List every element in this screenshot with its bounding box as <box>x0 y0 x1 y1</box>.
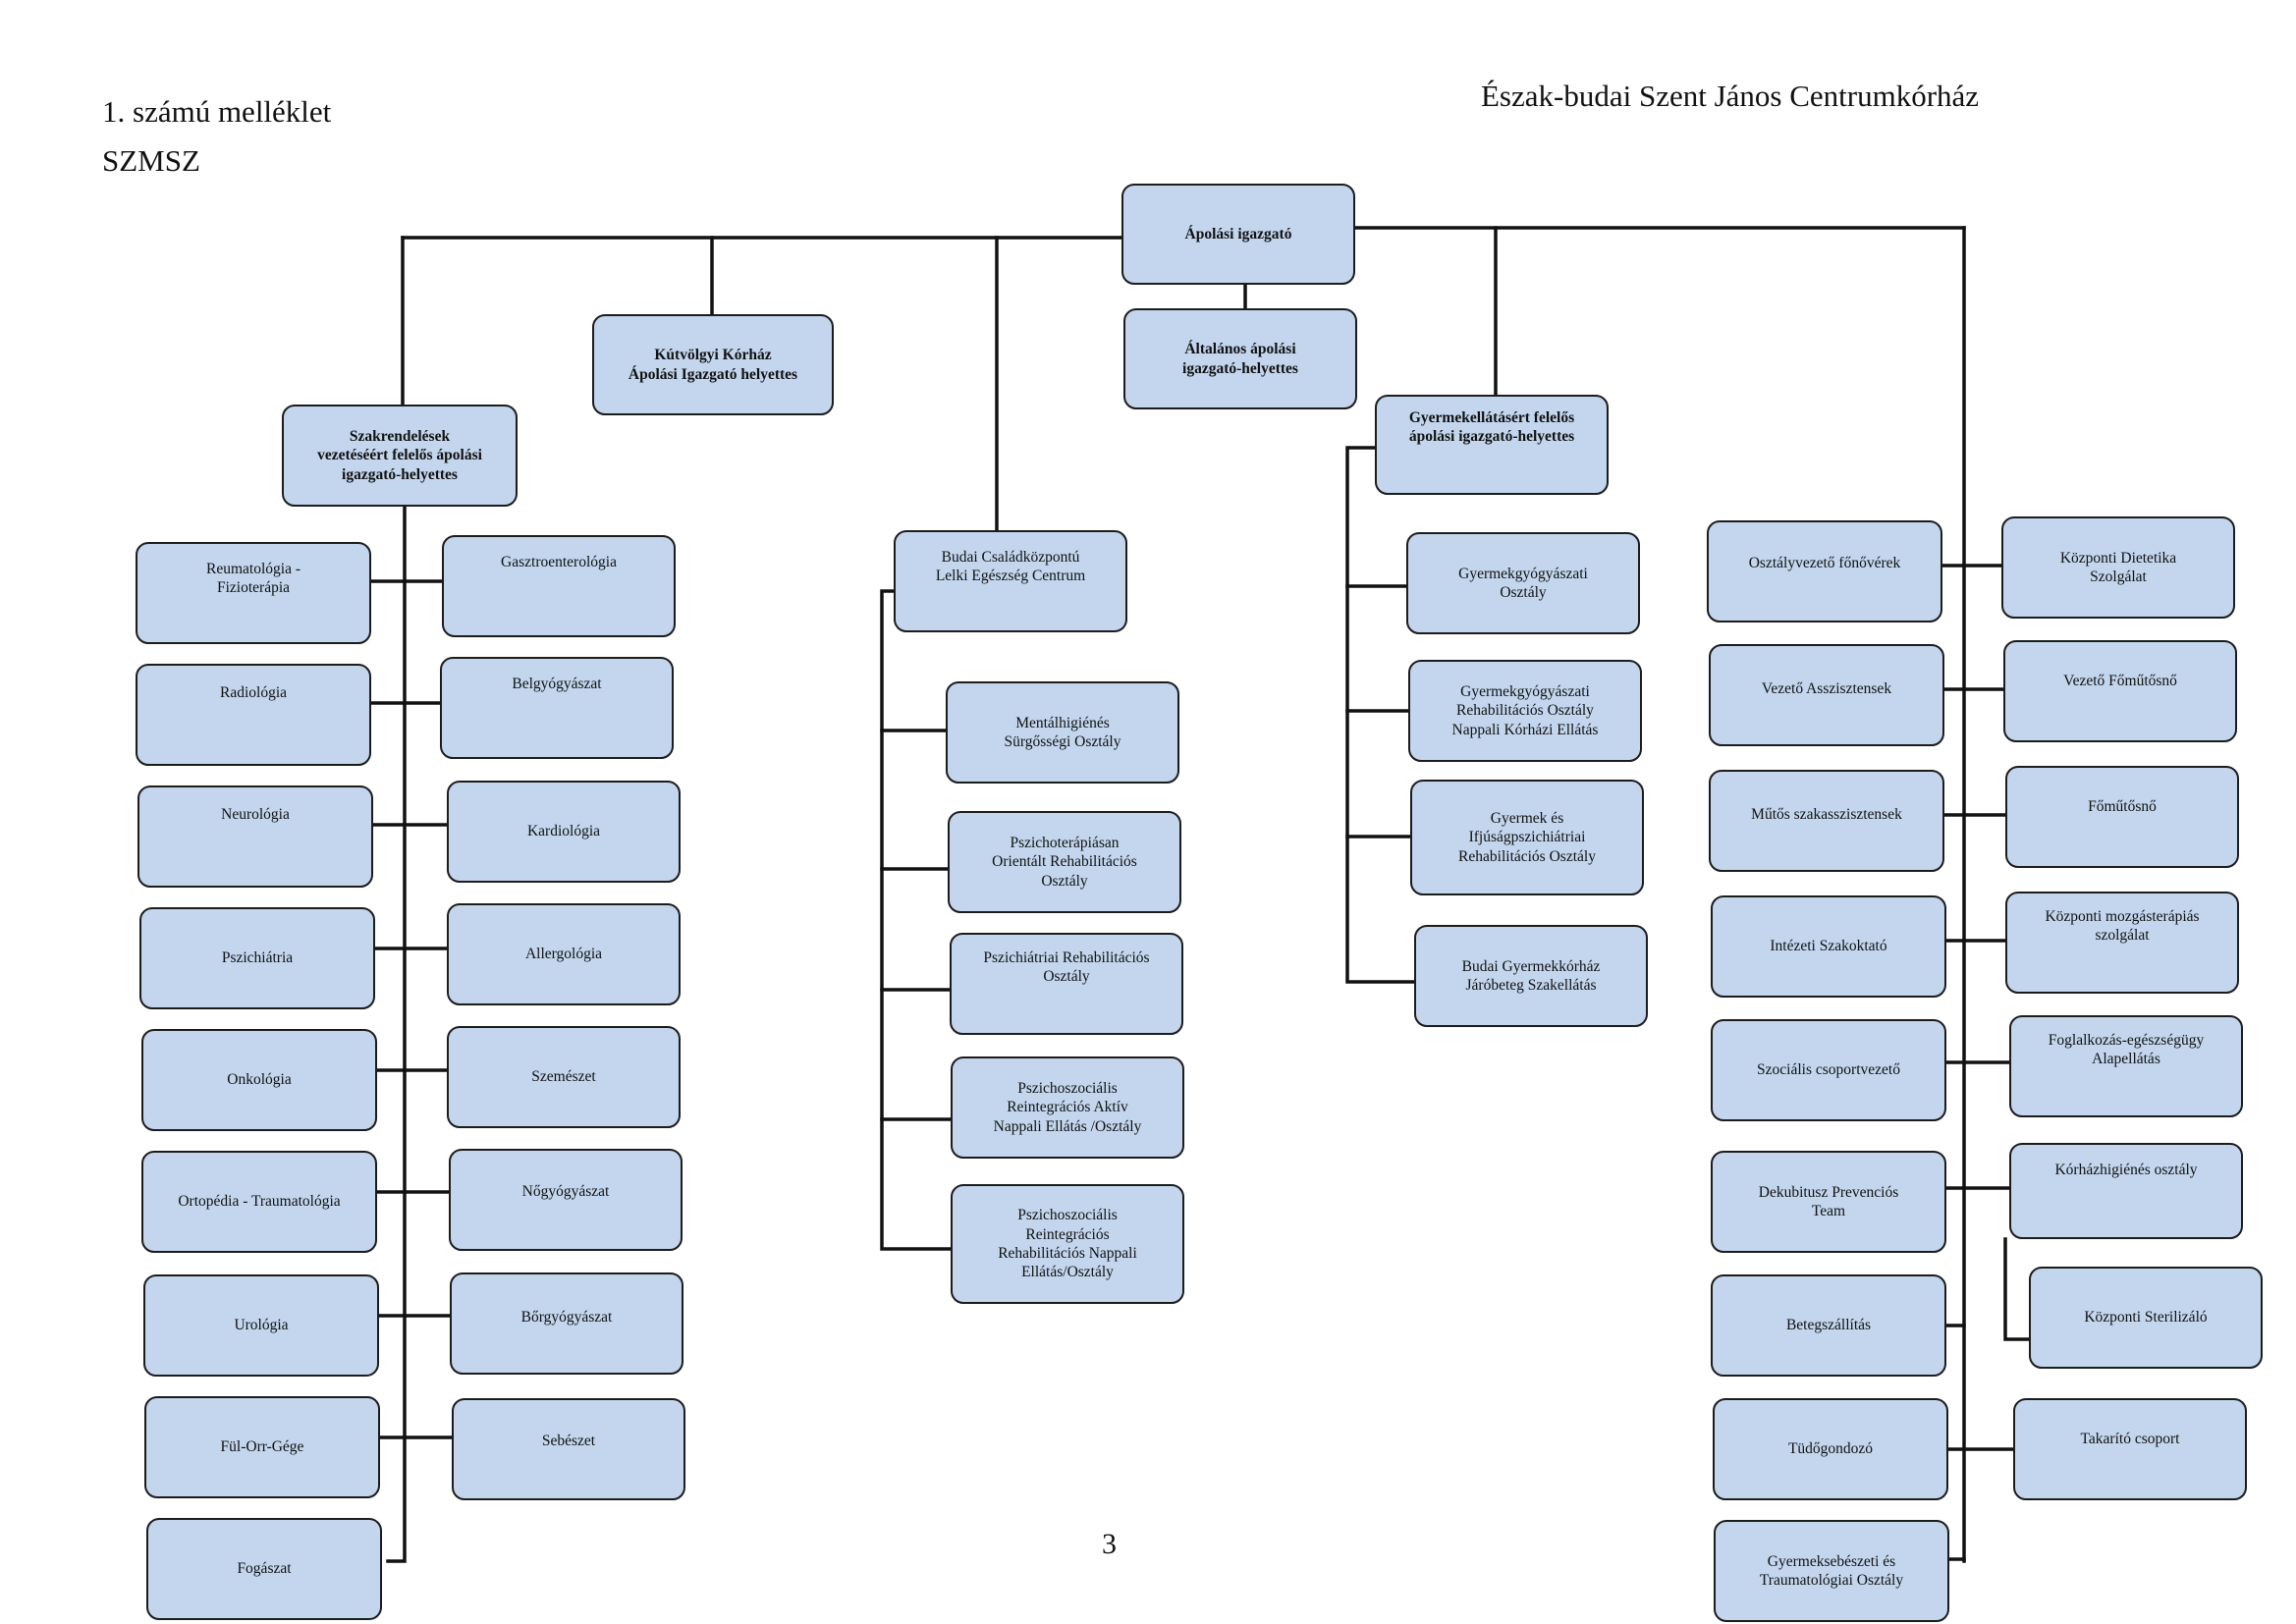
node-kozponti-sterilizalo: Központi Sterilizáló <box>2029 1267 2263 1369</box>
node-kardiologia: Kardiológia <box>447 781 681 883</box>
node-gyermekgyogyaszati-rehab: Gyermekgyógyászati Rehabilitációs Osztál… <box>1408 660 1642 762</box>
node-osztalyvezeto: Osztályvezető főnővérek <box>1707 520 1942 623</box>
node-pszichoterapiasan: Pszichoterápiásan Orientált Rehabilitáci… <box>948 811 1181 913</box>
node-mentalhigienes: Mentálhigiénés Sürgősségi Osztály <box>946 681 1179 784</box>
document-code: SZMSZ <box>102 143 200 178</box>
institution-name: Észak-budai Szent János Centrumkórház <box>1481 79 1980 113</box>
node-vezeto-fomutosno: Vezető Főműtősnő <box>2003 640 2237 742</box>
node-borgyogyaszat: Bőrgyógyászat <box>450 1272 683 1375</box>
node-fomutosno: Főműtősnő <box>2005 766 2239 868</box>
node-radiologia: Radiológia <box>136 664 371 766</box>
annex-label: 1. számú melléklet <box>102 94 332 129</box>
node-gyermeksebeszeti: Gyermeksebészeti és Traumatológiai Osztá… <box>1714 1520 1949 1622</box>
node-belgyogyaszat: Belgyógyászat <box>440 657 674 759</box>
node-szocialis: Szociális csoportvezető <box>1711 1019 1946 1121</box>
node-budai-gyermekkorhaz: Budai Gyermekkórház Járóbeteg Szakellátá… <box>1414 925 1648 1027</box>
node-gyermekgyogyaszati: Gyermekgyógyászati Osztály <box>1406 532 1640 634</box>
node-foglalkozas: Foglalkozás-egészségügy Alapellátás <box>2009 1015 2243 1117</box>
node-urologia: Urológia <box>143 1274 379 1377</box>
node-kutvolgyi: Kútvölgyi Kórház Ápolási Igazgató helyet… <box>592 314 834 415</box>
node-budai-csaladkozpontu: Budai Családközpontú Lelki Egészség Cent… <box>894 530 1127 632</box>
node-kozponti-mozgasterapias: Központi mozgásterápiás szolgálat <box>2005 892 2239 994</box>
node-reumatologia: Reumatológia - Fizioterápia <box>136 542 371 644</box>
node-ful-orr-gege: Fül-Orr-Gége <box>144 1396 380 1498</box>
node-pszichoszocialis-nappali: Pszichoszociális Reintegrációs Rehabilit… <box>951 1184 1184 1304</box>
node-szemeszet: Szemészet <box>447 1026 681 1128</box>
node-betegszallitas: Betegszállítás <box>1711 1274 1946 1377</box>
node-dekubitusz: Dekubitusz Prevenciós Team <box>1711 1151 1946 1253</box>
node-takarito: Takarító csoport <box>2013 1398 2247 1500</box>
node-szakrendelesek: Szakrendelések vezetéséért felelős ápolá… <box>282 405 518 507</box>
node-allergologia: Allergológia <box>447 903 681 1005</box>
node-tudogondozo: Tüdőgondozó <box>1713 1398 1948 1500</box>
node-gyermek-ifjusag: Gyermek és Ifjúságpszichiátriai Rehabili… <box>1410 780 1644 895</box>
node-pszichoszocialis-aktiv: Pszichoszociális Reintegrációs Aktív Nap… <box>951 1056 1184 1159</box>
node-pszichiatria: Pszichiátria <box>139 907 375 1009</box>
node-kozponti-dietetika: Központi Dietetika Szolgálat <box>2001 516 2235 619</box>
node-onkologia: Onkológia <box>141 1029 377 1131</box>
node-pszichiatriai-rehab: Pszichiátriai Rehabilitációs Osztály <box>950 933 1183 1035</box>
node-sebeszet: Sebészet <box>452 1398 685 1500</box>
node-vezeto-asszisztensek: Vezető Asszisztensek <box>1709 644 1944 746</box>
node-ortopedia: Ortopédia - Traumatológia <box>141 1151 377 1253</box>
page-number: 3 <box>1102 1528 1117 1560</box>
node-fogaszat: Fogászat <box>146 1518 382 1620</box>
node-intezeti: Intézeti Szakoktató <box>1711 895 1946 998</box>
node-gasztroenterologia: Gasztroenterológia <box>442 535 676 637</box>
node-altalanos: Általános ápolási igazgató-helyettes <box>1123 308 1357 409</box>
node-nogyogyaszat: Nőgyógyászat <box>449 1149 683 1251</box>
node-mutos: Műtős szakasszisztensek <box>1709 770 1944 872</box>
node-neurologia: Neurológia <box>137 785 373 888</box>
node-gyermekellatas: Gyermekellátásért felelős ápolási igazga… <box>1375 395 1609 495</box>
node-apolasi-igazgato: Ápolási igazgató <box>1121 184 1355 285</box>
node-korhazhigienes: Kórházhigiénés osztály <box>2009 1143 2243 1239</box>
